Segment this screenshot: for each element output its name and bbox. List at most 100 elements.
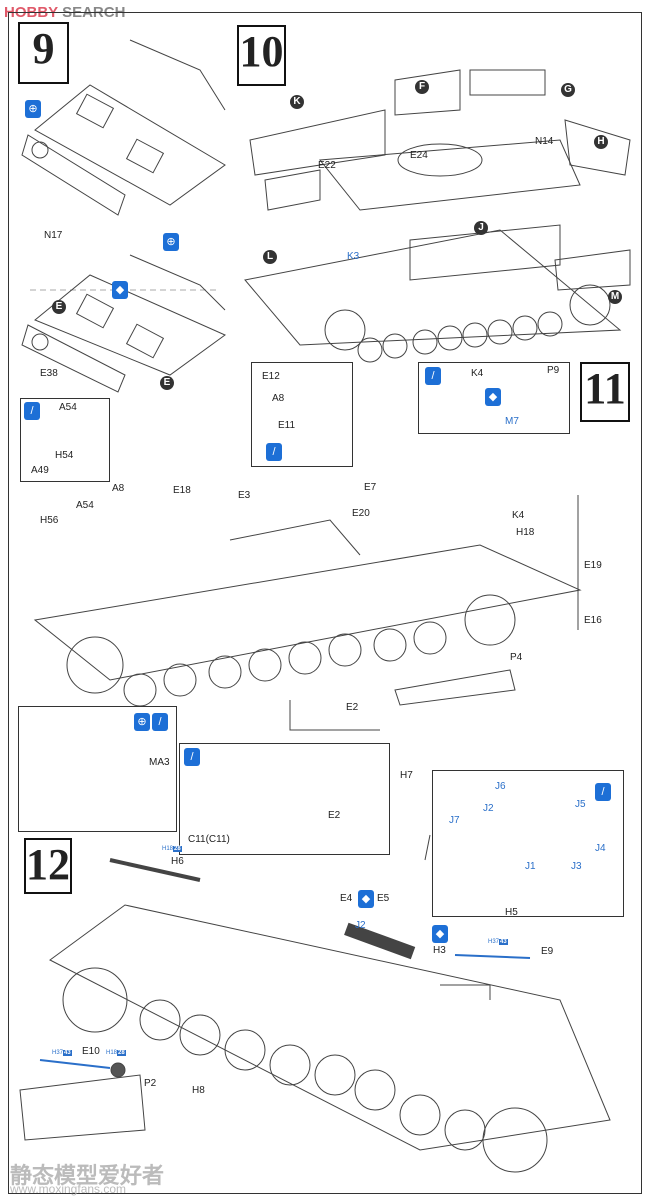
- part-label: H3: [433, 945, 446, 956]
- cement-icon: ⊕: [163, 233, 179, 251]
- part-label: M7: [505, 416, 519, 427]
- sprue-marker: F: [415, 80, 429, 94]
- watermark-url: www.moxingfans.com: [10, 1182, 127, 1196]
- sprue-marker: E: [52, 300, 66, 314]
- both-sides-icon: ◆: [485, 388, 501, 406]
- part-label: P4: [510, 652, 523, 663]
- part-label: C11(C11): [188, 834, 230, 845]
- part-label: E4: [340, 893, 353, 904]
- part-label: E24: [410, 150, 428, 161]
- part-label: J6: [495, 781, 506, 792]
- part-label: J2: [483, 803, 494, 814]
- part-label: H56: [40, 515, 59, 526]
- both-sides-icon: ◆: [432, 925, 448, 943]
- part-label: E18: [173, 485, 191, 496]
- part-label: H54: [55, 450, 74, 461]
- paint-brush-icon: /: [425, 367, 441, 385]
- paint-b: 43: [63, 1050, 72, 1056]
- both-sides-icon: ◆: [112, 281, 128, 299]
- cement-icon: ⊕: [25, 100, 41, 118]
- paint-brush-icon: /: [595, 783, 611, 801]
- detail-inset-j: J6 J2 J7 J5 J1 J3 J4 /: [432, 770, 624, 917]
- step-number-11: 11: [580, 362, 630, 422]
- sprue-marker: J: [474, 221, 488, 235]
- both-sides-icon: ◆: [358, 890, 374, 908]
- part-label: A8: [272, 393, 285, 404]
- sprue-marker: G: [561, 83, 575, 97]
- part-label: H7: [400, 770, 413, 781]
- part-label: A49: [31, 465, 49, 476]
- paint-a: 37: [492, 939, 500, 945]
- paint-prefix: H: [162, 846, 167, 852]
- part-label: J2: [355, 920, 366, 931]
- paint-code: H3743: [52, 1050, 72, 1056]
- paint-prefix: H: [488, 939, 493, 945]
- step11-hull: [33, 495, 582, 731]
- paint-b: 28: [117, 1050, 126, 1056]
- part-label: E2: [346, 702, 359, 713]
- part-label: E5: [377, 893, 390, 904]
- step-number-10: 10: [237, 25, 286, 86]
- part-label: E3: [238, 490, 251, 501]
- part-label: J3: [571, 861, 582, 872]
- part-label: E7: [364, 482, 377, 493]
- step12-hull: [19, 834, 611, 1173]
- detail-inset-a8: E12 A8 E11 /: [251, 362, 353, 467]
- paint-brush-icon: /: [266, 443, 282, 461]
- paint-code: H1828: [162, 846, 182, 852]
- part-label: N17: [44, 230, 63, 241]
- part-label: N14: [535, 136, 554, 147]
- part-label: MA3: [149, 757, 170, 768]
- part-label: E38: [40, 368, 58, 379]
- part-label: H8: [192, 1085, 205, 1096]
- part-label: K4: [512, 510, 525, 521]
- detail-inset-ma3: ⊕ / MA3: [18, 706, 177, 832]
- part-label: E10: [82, 1046, 100, 1057]
- paint-a: 37: [56, 1050, 64, 1056]
- part-label: J7: [449, 815, 460, 826]
- step10-hull: [244, 69, 631, 363]
- sprue-marker: H: [594, 135, 608, 149]
- part-label: K4: [471, 368, 484, 379]
- part-label: E20: [352, 508, 370, 519]
- detail-inset-e2: / C11(C11) E2: [179, 743, 390, 855]
- step-number-12: 12: [24, 838, 72, 894]
- part-label: H6: [171, 856, 184, 867]
- part-label: P9: [547, 365, 560, 376]
- part-label: E19: [584, 560, 602, 571]
- part-label: H18: [516, 527, 535, 538]
- sprue-marker: L: [263, 250, 277, 264]
- paint-brush-icon: /: [152, 713, 168, 731]
- part-label: A54: [76, 500, 94, 511]
- detail-inset-k4: / K4 P9 ◆ M7: [418, 362, 570, 434]
- part-label: K3: [347, 251, 360, 262]
- part-label: A54: [59, 402, 77, 413]
- paint-a: 18: [166, 846, 174, 852]
- paint-brush-icon: /: [184, 748, 200, 766]
- paint-a: 18: [110, 1050, 118, 1056]
- step-number-9: 9: [18, 22, 69, 84]
- part-label: E2: [328, 810, 341, 821]
- part-label: P2: [144, 1078, 157, 1089]
- watermark-cn: 静态模型爱好者: [10, 1163, 165, 1188]
- glue-icon: ⊕: [134, 713, 150, 731]
- sprue-marker: M: [608, 290, 622, 304]
- paint-code: H1828: [106, 1050, 126, 1056]
- part-label: J1: [525, 861, 536, 872]
- paint-code: H3743: [488, 939, 508, 945]
- step9-upper-part: [21, 39, 226, 393]
- paint-b: 28: [173, 846, 182, 852]
- detail-inset-a54: / A54 A49 H54: [20, 398, 110, 482]
- part-label: E11: [278, 420, 296, 431]
- part-label: E9: [541, 946, 554, 957]
- paint-prefix: H: [106, 1050, 111, 1056]
- part-label: E16: [584, 615, 602, 626]
- part-label: A8: [112, 483, 125, 494]
- paint-prefix: H: [52, 1050, 57, 1056]
- part-label: E12: [262, 371, 280, 382]
- paint-b: 43: [499, 939, 508, 945]
- paint-brush-icon: /: [24, 402, 40, 420]
- sprue-marker: E: [160, 376, 174, 390]
